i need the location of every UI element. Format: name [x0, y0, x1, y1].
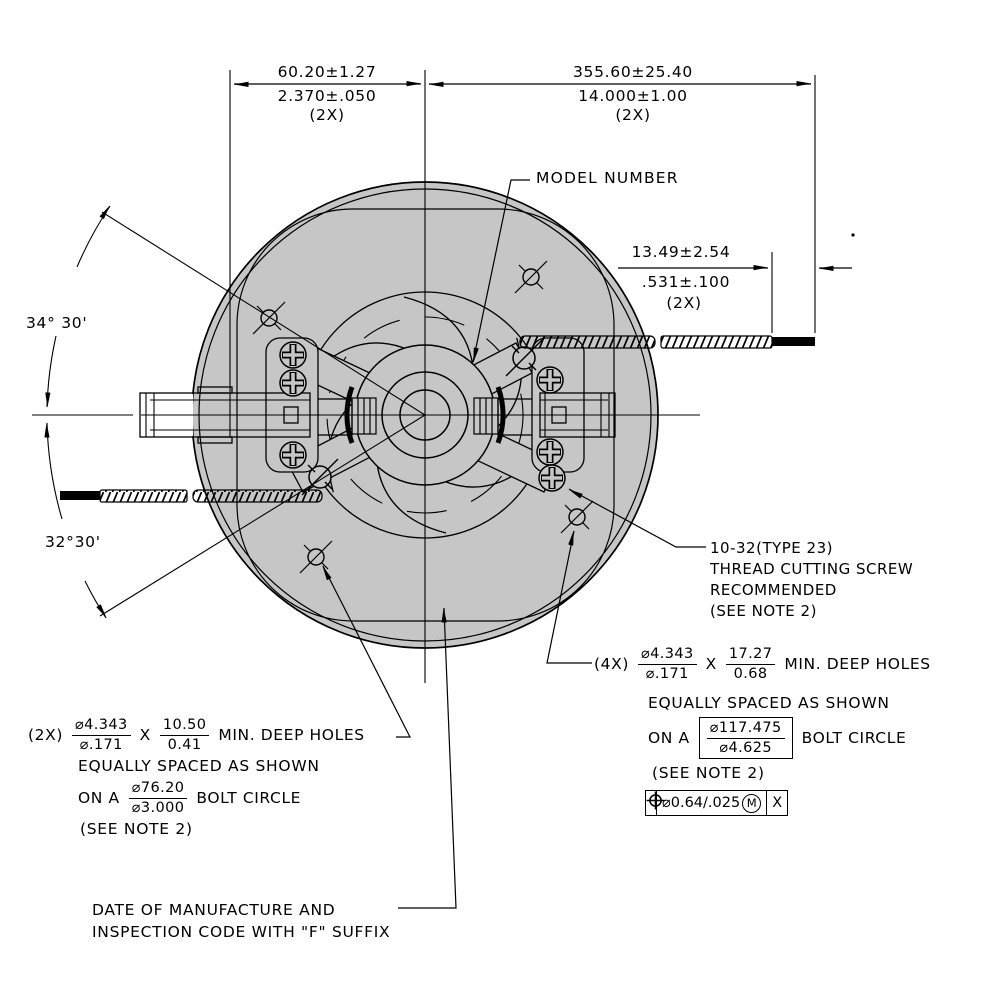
angle-upper-label: 34° 30'	[26, 314, 88, 332]
holes-left-qty: (2X)	[28, 726, 63, 744]
position-symbol-icon	[646, 791, 665, 815]
model-number-label: MODEL NUMBER	[536, 169, 679, 187]
holes-left-bc-suffix: BOLT CIRCLE	[196, 789, 302, 807]
holes-right-bc-suffix: BOLT CIRCLE	[801, 729, 907, 747]
dim-top-right-inch: 14.000±1.00	[578, 87, 688, 105]
bolt-circle-holes	[252, 260, 594, 574]
holes-left-by: X	[139, 726, 151, 744]
dim-top-right-metric: 355.60±25.40	[573, 63, 693, 81]
dim-lead-qty: (2X)	[666, 294, 702, 312]
thread-screw-note-line4: (SEE NOTE 2)	[710, 602, 817, 620]
dim-top-left-metric: 60.20±1.27	[277, 63, 377, 81]
holes-right-depth: 17.27 0.68	[725, 646, 776, 682]
holes-left-on-a: ON A	[78, 789, 120, 807]
thread-screw-note-line3: RECOMMENDED	[710, 581, 837, 599]
holes-left-spacing: EQUALLY SPACED AS SHOWN	[78, 757, 320, 775]
centerlines	[32, 70, 855, 683]
holes-right-qty: (4X)	[594, 655, 629, 673]
holes-left-hole-dia: ⌀4.343 ⌀.171	[71, 717, 131, 753]
bearing-blocks	[351, 397, 499, 435]
feature-control-frame: ⌀0.64/.025 M X	[645, 790, 789, 816]
mmc-modifier-icon: M	[742, 793, 762, 813]
holes-right-note-line1: (4X) ⌀4.343 ⌀.171 X 17.27 0.68 MIN. DEEP…	[594, 642, 931, 686]
angle-lower-label: 32°30'	[45, 533, 101, 551]
holes-left-see-note: (SEE NOTE 2)	[80, 820, 193, 838]
date-note-line2: INSPECTION CODE WITH "F" SUFFIX	[92, 923, 391, 941]
fcf-datum: X	[772, 795, 783, 811]
angle-dimensions	[44, 205, 426, 619]
fcf-tolerance-cell: ⌀0.64/.025 M	[656, 791, 766, 815]
phillips-screws	[280, 341, 565, 491]
leader-lines	[322, 179, 706, 909]
holes-left-bc-dia: ⌀76.20 ⌀3.000	[128, 780, 188, 816]
date-note-line1: DATE OF MANUFACTURE AND	[92, 901, 336, 919]
thread-screw-note-line2: THREAD CUTTING SCREW	[710, 560, 914, 578]
dim-lead-inch: .531±.100	[641, 273, 731, 291]
holes-right-suffix: MIN. DEEP HOLES	[784, 655, 931, 673]
holes-left-suffix: MIN. DEEP HOLES	[218, 726, 365, 744]
holes-right-hole-dia: ⌀4.343 ⌀.171	[637, 646, 697, 682]
holes-right-bc-dia: ⌀117.475 ⌀4.625	[698, 717, 793, 759]
dim-top-left-inch: 2.370±.050	[277, 87, 377, 105]
holes-left-depth: 10.50 0.41	[159, 717, 210, 753]
holes-left-bolt-circle: ON A ⌀76.20 ⌀3.000 BOLT CIRCLE	[78, 775, 301, 821]
thread-screw-note: 10-32(TYPE 23) THREAD CUTTING SCREW RECO…	[710, 538, 913, 622]
fcf-datum-cell: X	[766, 791, 787, 815]
holes-left-note-line1: (2X) ⌀4.343 ⌀.171 X 10.50 0.41 MIN. DEEP…	[28, 713, 365, 757]
holes-right-bolt-circle: ON A ⌀117.475 ⌀4.625 BOLT CIRCLE	[648, 715, 906, 761]
holes-right-see-note: (SEE NOTE 2)	[652, 764, 765, 782]
dim-top-right-qty: (2X)	[615, 106, 651, 124]
fcf-tolerance: ⌀0.64/.025	[662, 795, 741, 811]
dim-top-left-qty: (2X)	[309, 106, 345, 124]
holes-right-by: X	[705, 655, 717, 673]
holes-right-spacing: EQUALLY SPACED AS SHOWN	[648, 694, 890, 712]
holes-right-on-a: ON A	[648, 729, 690, 747]
dim-lead-metric: 13.49±2.54	[631, 243, 731, 261]
lead-wires	[60, 335, 815, 503]
thread-screw-note-line1: 10-32(TYPE 23)	[710, 539, 833, 557]
